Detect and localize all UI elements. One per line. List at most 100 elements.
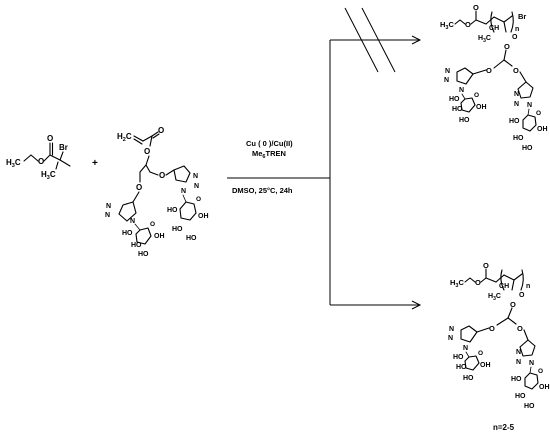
sugar-oh-8: HO: [524, 403, 535, 410]
sugar-oh-3: HO: [452, 106, 463, 113]
ester-oxygen: O: [144, 147, 150, 156]
methyl-bond-2: [55, 161, 59, 170]
ester-oxygen: O: [475, 278, 481, 287]
sugar-oh-1: HO: [449, 96, 460, 103]
sugar-oh-6: OH: [198, 213, 209, 220]
triazole-left: [460, 325, 478, 343]
backbone-bond-4: [513, 273, 523, 281]
glyco-bond-left: [461, 93, 466, 100]
glyco-bond-right: [527, 108, 530, 116]
glyco-bond-left: [465, 351, 470, 358]
backbone-bond-2: [485, 16, 495, 25]
carbonyl-bond-2: [152, 133, 160, 139]
glycerol-bond-4: [139, 164, 147, 173]
backbone-bond-1: [475, 19, 487, 25]
vinyl-label: H2C: [117, 132, 132, 143]
ether-bond-right: [165, 169, 175, 176]
sugar-oh-8: HO: [522, 145, 533, 152]
sugar-oh-7: HO: [515, 393, 526, 400]
triazole-n6: N: [529, 360, 534, 367]
methyl-label-2: H3C: [478, 35, 491, 44]
methyl-label: H3C: [450, 278, 464, 289]
plus-sign: +: [92, 158, 98, 169]
backbone-bond-3: [493, 16, 505, 23]
linker-bond-left: [476, 327, 490, 333]
triazole-n3: N: [130, 218, 135, 225]
triazole-right: [517, 81, 534, 99]
sugar-oh-8: HO: [186, 235, 197, 242]
glycerol-bond: [507, 307, 513, 319]
ester-bond: [43, 154, 51, 162]
triazole-right: [519, 339, 536, 357]
blocked-slash-2: [361, 7, 396, 73]
backbone-bond-1: [485, 277, 497, 283]
ester-bond: [470, 19, 477, 25]
repeat-bracket-left: [490, 11, 495, 33]
sugar-ring-right: [179, 201, 197, 221]
methyl-bond: [59, 159, 71, 167]
triazole-n3: N: [459, 87, 464, 94]
sugar-oh-5: HO: [511, 376, 522, 383]
carbonyl-oxygen: O: [473, 3, 479, 12]
reagent-ethyl-bromoisobutyrate: H3C O O Br H3C: [6, 134, 71, 181]
methyl-label-2: H3C: [41, 170, 56, 181]
sugar-ring-left: [135, 227, 152, 245]
sugar-oh-5: HO: [509, 118, 520, 125]
sugar-oh-6: OH: [537, 126, 548, 133]
glycerol-bond-2: [493, 59, 505, 69]
triazole-n1: N: [449, 326, 454, 333]
sugar-oh-7: HO: [513, 135, 524, 142]
side-chain-bond: [511, 279, 515, 291]
blocked-slash-1: [344, 7, 379, 73]
acyl-bond: [142, 135, 153, 142]
sugar-o-left: O: [474, 92, 479, 99]
sugar-left: [460, 97, 476, 113]
sugar-oh-2: OH: [480, 362, 491, 369]
reagent-glycomonomer: H2C O O O O N N N O HO OH HO HO N N N: [105, 126, 209, 258]
sugar-right: [522, 114, 537, 132]
bromine-end: Br: [518, 12, 526, 21]
sugar-oh-2: OH: [154, 233, 165, 240]
ester-bond: [480, 277, 487, 283]
triazole-n1: N: [445, 68, 450, 75]
backbone-bond-4: [503, 15, 513, 23]
linker-bond-right: [523, 329, 529, 341]
reaction-arrows: [227, 7, 422, 310]
side-chain-bond: [503, 21, 507, 33]
repeat-bracket-right: [510, 11, 514, 33]
vinyl-bond-2: [133, 138, 143, 145]
linker-bond-right: [519, 71, 527, 83]
sugar-left: [464, 355, 480, 371]
methyl-label: H3C: [440, 20, 454, 31]
ester-oxygen: O: [465, 20, 471, 29]
glycosidic-bond-right: [182, 194, 187, 203]
triazole-n5: N: [514, 101, 519, 108]
triazole-n2: N: [105, 212, 110, 219]
triazole-n2: N: [444, 77, 449, 84]
carbonyl-oxygen: O: [483, 261, 489, 270]
glycerol-bond-2: [145, 164, 151, 173]
sugar-oh-6: OH: [539, 384, 550, 391]
lower-arrowhead: [411, 300, 422, 310]
chain-length-note: n=2-5: [493, 423, 515, 432]
linker-bond-left: [472, 69, 487, 75]
triazole-n2: N: [448, 335, 453, 342]
ester-oxygen: O: [38, 157, 44, 166]
pendant-ester-o: O: [510, 300, 516, 309]
product-upper: H3C O O n Br CH H3C O O O O N N N O HO O…: [440, 3, 548, 152]
glycerol-bond: [503, 49, 507, 61]
ether-o-left: O: [486, 66, 492, 75]
pendant-carbonyl-o: O: [512, 34, 518, 41]
upper-arrowhead: [411, 35, 422, 45]
bromine-label: Br: [59, 143, 68, 152]
triazole-ring-right: [173, 165, 191, 183]
triazole-n5: N: [516, 359, 521, 366]
ch-label: CH: [489, 25, 499, 32]
glycerol-bond-3: [149, 171, 159, 176]
carbonyl-bond: [151, 131, 159, 137]
repeat-index: n: [515, 26, 519, 33]
reaction-conditions: Cu ( 0 )/Cu(II) Me6TREN DMSO, 25°C, 24h: [232, 139, 293, 195]
quaternary-bond: [49, 154, 61, 161]
triazole-n6: N: [181, 188, 186, 195]
ether-o-right: O: [513, 66, 519, 75]
